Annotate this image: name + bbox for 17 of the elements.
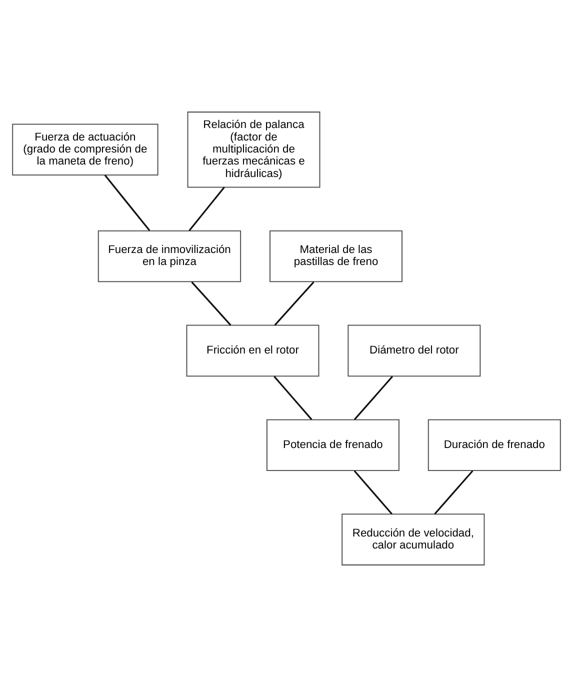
connector xyxy=(274,280,314,326)
connector xyxy=(274,375,312,420)
node-box: Duración de frenado xyxy=(428,418,561,471)
node-box: Potencia de frenado xyxy=(266,418,400,471)
connector xyxy=(354,470,392,514)
connector xyxy=(188,186,225,231)
node-box: Relación de palanca (factor de multiplicación de fuerzas mecánicas e hidráulicas) xyxy=(187,111,320,188)
connector xyxy=(104,174,150,231)
connector xyxy=(191,280,232,326)
connector xyxy=(354,375,394,420)
node-box: Material de las pastillas de freno xyxy=(270,230,403,282)
node-box: Fuerza de actuación (grado de compresión de la maneta de freno) xyxy=(12,123,158,176)
node-box: Fricción en el rotor xyxy=(186,324,320,376)
node-box: Fuerza de inmovilización en la pinza xyxy=(98,230,242,282)
node-box: Diámetro del rotor xyxy=(348,324,481,376)
connector xyxy=(434,470,474,514)
node-box: Reducción de velocidad, calor acumulado xyxy=(342,513,485,565)
